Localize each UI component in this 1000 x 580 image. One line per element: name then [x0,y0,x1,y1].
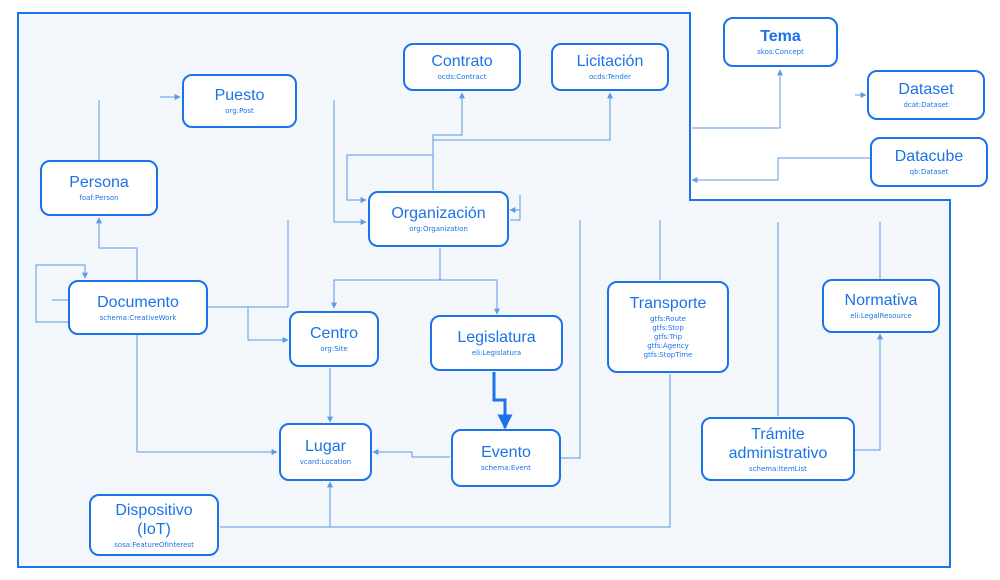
node-subtitle: foaf:Person [79,194,119,202]
node-title: Normativa [844,292,918,309]
node-title: Lugar [305,438,346,455]
node-puesto[interactable]: Puesto org:Post [182,74,297,128]
edge-org-centro [331,248,441,309]
node-lugar[interactable]: Lugar vcard:Location [279,423,372,481]
node-subtitle: org:Post [225,107,254,115]
edge-misc-2 [333,100,367,225]
edge-org-licitacion [433,92,613,141]
edge-evento-lugar [372,449,450,458]
node-title: Contrato [431,53,493,70]
node-evento[interactable]: Evento schema:Event [451,429,561,487]
node-title: Legislatura [457,329,536,346]
node-subtitle-line: gtfs:Agency [647,342,689,350]
node-legislatura[interactable]: Legislatura eli:Legislatura [430,315,563,371]
node-subtitle: qb:Dataset [909,168,949,176]
node-organizacion[interactable]: Organización org:Organization [368,191,509,247]
node-dispositivo[interactable]: Dispositivo (IoT) sosa:FeatureOfInterest [89,494,219,556]
node-title-line: Dispositivo [115,501,193,519]
node-title-line: Trámite [751,425,805,443]
node-title: Transporte [629,295,707,312]
node-transporte[interactable]: Transporte gtfs:Route gtfs:Stop gtfs:Tri… [607,281,729,373]
edge-transporte-lugar [330,374,671,528]
node-normativa[interactable]: Normativa eli:LegalResource [822,279,940,333]
node-persona[interactable]: Persona foaf:Person [40,160,158,216]
node-dataset[interactable]: Dataset dcat:Dataset [867,70,985,120]
node-subtitle: vcard:Location [299,458,352,466]
edge-org-legislatura [440,279,500,315]
edge-org-contrato [432,92,465,190]
node-tramite[interactable]: Trámite administrativo schema:ItemList [701,417,855,481]
node-documento[interactable]: Documento schema:CreativeWork [68,280,208,335]
node-subtitle: schema:CreativeWork [99,313,177,322]
edge-evento-right [561,220,581,459]
edge-org-loop [346,154,433,203]
edge-documento-persona [96,217,138,280]
node-subtitle-line: gtfs:Trip [653,333,683,341]
node-title: Documento [97,293,179,311]
node-tema[interactable]: Tema skos:Concept [723,17,838,67]
edge-org-right-arrow [509,195,521,213]
node-subtitle: dcat:Dataset [903,101,949,109]
node-subtitle: eli:LegalResource [850,312,912,320]
node-subtitle: org:Organization [409,225,468,233]
node-subtitle: org:Site [320,345,348,353]
node-title: Organización [391,205,486,222]
node-subtitle: skos:Concept [757,48,804,56]
node-subtitle-line: gtfs:Stop [652,324,684,332]
node-subtitle: ocds:Contract [437,73,487,81]
node-subtitle: ocds:Tender [588,73,632,81]
node-centro[interactable]: Centro org:Site [289,311,379,367]
node-title: Dataset [898,81,954,98]
node-title: Persona [69,174,129,191]
node-subtitle: schema:ItemList [749,464,807,473]
node-datacube[interactable]: Datacube qb:Dataset [870,137,988,187]
edge-panel-tema [692,69,783,129]
node-title: Licitación [576,53,644,70]
node-title: Centro [309,325,359,342]
node-contrato[interactable]: Contrato ocds:Contract [403,43,521,91]
node-title: Tema [760,28,801,45]
node-title: Evento [481,444,531,461]
edge-datacube-panel [691,157,870,183]
edge-documento-lugar [136,335,278,455]
node-title-line: administrativo [728,444,828,462]
edge-legislatura-evento [492,372,513,430]
node-subtitle: sosa:FeatureOfInterest [114,540,194,549]
node-title-line: (IoT) [137,520,171,538]
node-licitacion[interactable]: Licitación ocds:Tender [551,43,669,91]
bottom-strip [250,569,990,580]
node-subtitle-line: gtfs:Route [650,315,686,323]
node-subtitle-line: gtfs:StopTime [643,351,693,359]
edge-documento-self-outer [35,264,88,323]
node-subtitle: eli:Legislatura [471,349,522,357]
node-title: Datacube [894,148,964,165]
node-title: Puesto [214,87,265,104]
node-subtitle: schema:Event [481,464,531,472]
edge-tramite-normativa [855,333,883,451]
